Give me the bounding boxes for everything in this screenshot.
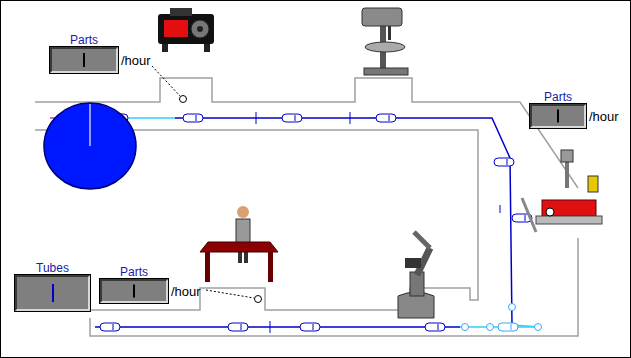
- floor-outline: [90, 238, 578, 336]
- counter-row: /hour: [530, 104, 619, 128]
- counter-title: Tubes: [15, 261, 90, 275]
- pie-timer: [44, 103, 136, 189]
- counter-row: /hour: [100, 279, 201, 303]
- lathe-machine: [158, 8, 214, 52]
- leader-line: [206, 290, 254, 298]
- conveyor-stop: [350, 112, 351, 124]
- tube-marker: [509, 304, 516, 311]
- rate-unit: /hour: [589, 109, 619, 124]
- conveyor-stop: [256, 112, 257, 124]
- level-bar: [83, 53, 85, 67]
- robot-arm: [398, 232, 434, 318]
- tube-marker: [487, 324, 494, 331]
- tube-part: [228, 323, 248, 331]
- tube-part: [183, 114, 203, 122]
- tube-part: [425, 323, 445, 331]
- counter-row: [15, 275, 90, 311]
- sensor-dot: [180, 96, 187, 103]
- conveyor-stop: [270, 321, 271, 333]
- tube-part: [494, 158, 514, 166]
- drill-press: [362, 8, 408, 75]
- tube-part: [376, 114, 396, 122]
- counter-display: Parts/hour: [530, 90, 619, 128]
- floor-outline: [35, 78, 578, 188]
- conveyor-stop: [500, 205, 501, 213]
- tube-marker: [535, 324, 542, 331]
- display-window: [15, 275, 90, 311]
- rate-unit: /hour: [121, 53, 151, 68]
- tube-part: [100, 323, 120, 331]
- level-bar: [52, 284, 54, 302]
- counter-title: Parts: [100, 265, 168, 279]
- display-window: [100, 279, 168, 303]
- tube-part: [498, 323, 518, 331]
- counter-row: /hour: [50, 47, 151, 73]
- level-bar: [133, 285, 135, 298]
- display-window: [530, 104, 586, 128]
- pie-hand: [89, 104, 91, 146]
- counter-display: Parts/hour: [50, 33, 151, 73]
- conveyor-line: [95, 326, 460, 328]
- conveyor-line: [175, 118, 512, 325]
- tube-marker: [462, 324, 469, 331]
- counter-display: Tubes: [15, 261, 90, 311]
- level-bar: [557, 110, 559, 123]
- display-window: [50, 47, 118, 73]
- tube-part: [282, 114, 302, 122]
- rate-unit: /hour: [171, 284, 201, 299]
- leader-line: [152, 66, 180, 96]
- counter-title: Parts: [530, 90, 586, 104]
- tube-part: [300, 323, 320, 331]
- assembly-machine: [522, 150, 602, 232]
- sensor-dot: [255, 296, 262, 303]
- worker-desk: [200, 206, 278, 282]
- counter-display: Parts/hour: [100, 265, 201, 303]
- counter-title: Parts: [50, 33, 118, 47]
